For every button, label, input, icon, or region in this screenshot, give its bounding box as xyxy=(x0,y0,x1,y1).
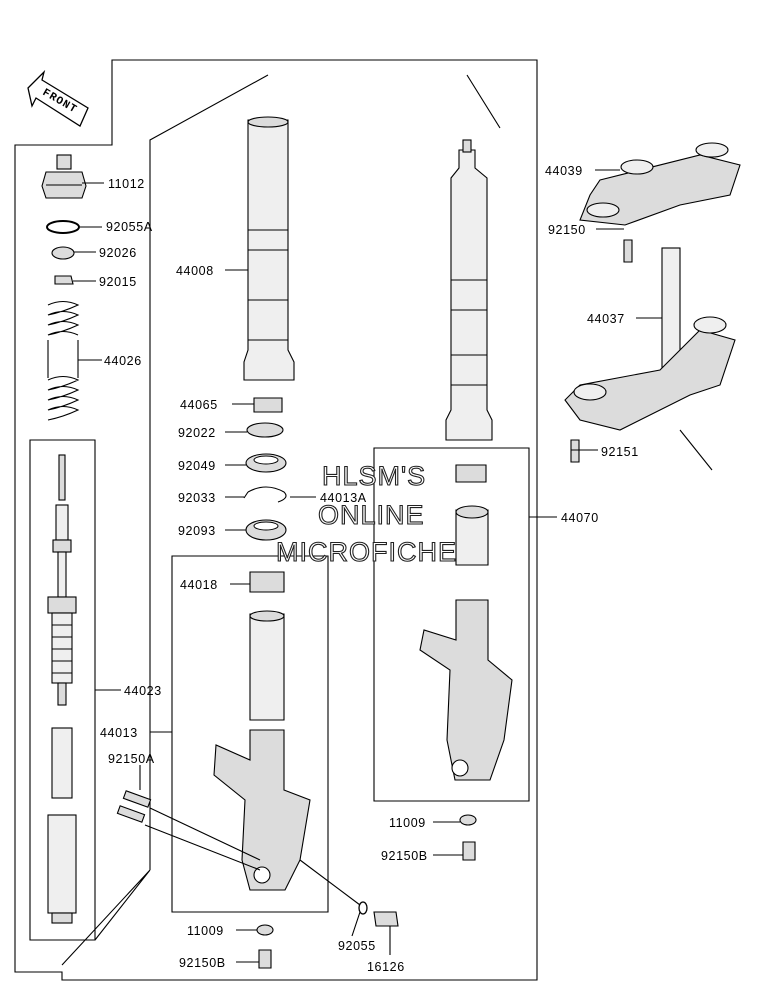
bushing-44013A-icon xyxy=(455,464,487,483)
part-label-92055: 92055 xyxy=(338,939,376,953)
part-label-92150: 92150 xyxy=(548,223,586,237)
part-label-44013A: 44013A xyxy=(320,491,367,505)
part-label-44008: 44008 xyxy=(176,264,214,278)
watermark-line-3: MICROFICHE xyxy=(276,537,457,567)
watermark-line-2: ONLINE xyxy=(318,500,425,530)
part-label-92150B-upper: 92150B xyxy=(381,849,428,863)
axle-bolts-92150A-icon xyxy=(116,790,152,823)
axle-leader-lines xyxy=(144,807,361,906)
outer-tube-44070-icon xyxy=(419,505,513,781)
part-label-92150A: 92150A xyxy=(108,752,155,766)
perspective-lines xyxy=(61,74,713,966)
part-label-92015: 92015 xyxy=(99,275,137,289)
bolt-92150-icon xyxy=(623,239,633,263)
fork-tube-44008-icon xyxy=(243,116,295,381)
watermark: HLSM'S ONLINE MICROFICHE xyxy=(275,460,457,567)
front-arrow-icon: FRONT xyxy=(27,69,89,127)
o-ring-92055-icon xyxy=(358,901,368,915)
fork-assembly-right-icon xyxy=(445,139,493,441)
spring-44026-icon xyxy=(47,300,80,421)
part-label-11009-upper: 11009 xyxy=(389,816,426,830)
damper-rod-44023-icon xyxy=(47,454,77,924)
outer-tube-44013-icon xyxy=(213,610,311,891)
upper-bracket-44039-icon xyxy=(579,142,741,226)
part-label-11009-lower: 11009 xyxy=(187,924,224,938)
collar-44065-icon xyxy=(253,397,283,413)
washer-92026-icon xyxy=(51,246,75,260)
bushing-44018-icon xyxy=(249,571,285,593)
bolt-92150B-lower-icon xyxy=(258,949,272,969)
part-label-16126: 16126 xyxy=(367,960,405,974)
part-label-92026: 92026 xyxy=(99,246,137,260)
retaining-ring-92033-icon xyxy=(243,486,287,503)
part-label-92151: 92151 xyxy=(601,445,639,459)
bolt-92150B-upper-icon xyxy=(462,841,476,861)
part-label-92033: 92033 xyxy=(178,491,216,505)
part-label-92022: 92022 xyxy=(178,426,216,440)
part-label-44037: 44037 xyxy=(587,312,625,326)
washer-92022-icon xyxy=(246,422,284,438)
part-label-92093: 92093 xyxy=(178,524,216,538)
plug-16126-icon xyxy=(373,911,399,927)
part-label-44039: 44039 xyxy=(545,164,583,178)
dust-seal-92093-icon xyxy=(245,519,287,541)
bolt-92151-icon xyxy=(570,439,580,463)
part-label-44018: 44018 xyxy=(180,578,218,592)
part-label-44026: 44026 xyxy=(104,354,142,368)
leader-lines xyxy=(73,169,662,963)
washer-11009-upper-icon xyxy=(459,814,477,826)
part-label-11012: 11012 xyxy=(108,177,145,191)
part-label-44070: 44070 xyxy=(561,511,599,525)
part-label-44013: 44013 xyxy=(100,726,138,740)
part-label-92150B-lower: 92150B xyxy=(179,956,226,970)
cap-bolt-11012-icon xyxy=(41,154,87,199)
o-ring-92055A-icon xyxy=(46,220,80,234)
diagram-outline xyxy=(14,59,538,981)
oil-seal-92049-icon xyxy=(245,453,287,473)
nut-92015-icon xyxy=(54,275,74,285)
washer-11009-lower-icon xyxy=(256,924,274,936)
watermark-line-1: HLSM'S xyxy=(322,461,426,491)
part-label-44065: 44065 xyxy=(180,398,218,412)
steering-stem-44037-icon xyxy=(564,247,736,431)
inner-box-44070 xyxy=(373,447,530,802)
part-label-44023: 44023 xyxy=(124,684,162,698)
part-label-92055A: 92055A xyxy=(106,220,153,234)
part-label-92049: 92049 xyxy=(178,459,216,473)
inner-box-44013 xyxy=(171,555,329,913)
